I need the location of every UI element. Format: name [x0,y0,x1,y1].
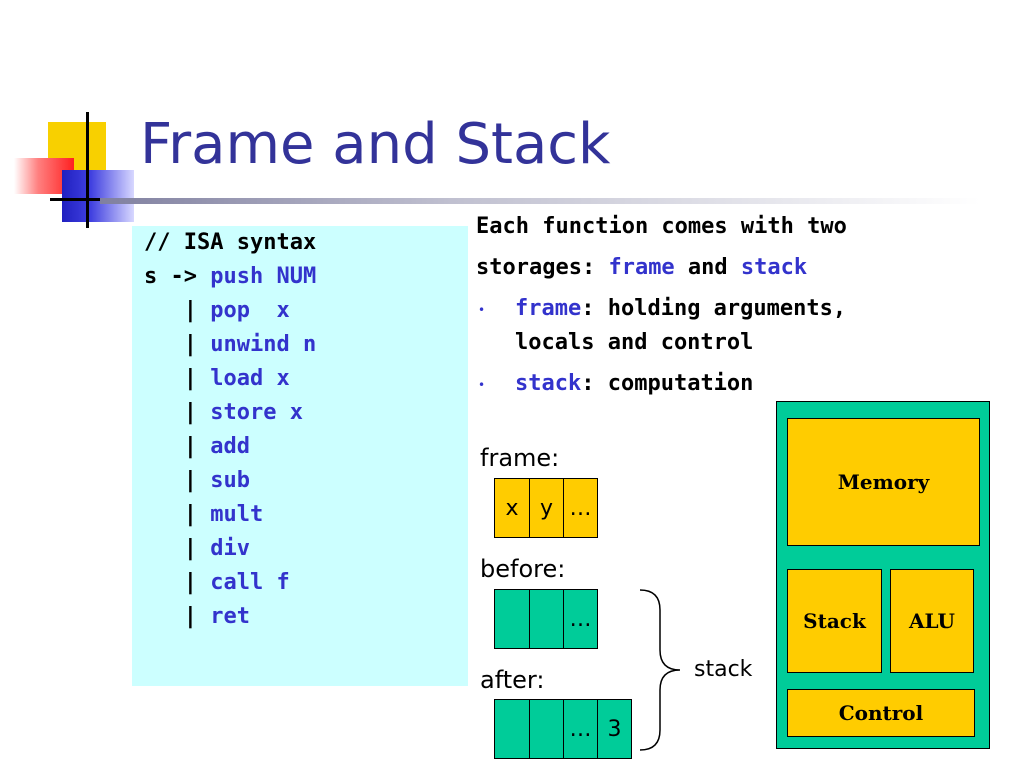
description-line-2: storages: frame and stack [476,255,808,280]
code-line: | store x [144,400,303,425]
code-line: | call f [144,570,290,595]
title-underline [100,198,980,204]
slide-title: Frame and Stack [140,112,611,177]
before-label: before: [480,555,566,583]
after-cell: … [563,699,598,759]
code-panel: // ISA syntax s -> push NUM | pop x | un… [132,226,468,686]
after-cell: 3 [597,699,632,759]
memory-block: Memory [787,418,980,546]
code-line: | mult [144,502,264,527]
logo-blue-square [62,170,134,222]
after-label: after: [480,666,545,694]
alu-block: ALU [890,569,974,673]
bullet-frame: frame: holding arguments, [515,296,847,321]
frame-cell: … [563,478,598,538]
stack-label: stack [694,657,753,682]
code-line: | load x [144,366,290,391]
stack-block: Stack [787,569,882,673]
before-cell [529,589,564,649]
logo-vertical-line [86,112,89,228]
code-line: | div [144,536,250,561]
frame-cell: x [494,478,530,538]
code-line: | pop x [144,298,290,323]
description-line-1: Each function comes with two [476,214,847,239]
before-cell [494,589,530,649]
code-line: | sub [144,468,250,493]
code-line: s -> push NUM [144,264,317,289]
brace-icon [639,589,681,751]
frame-label: frame: [480,444,560,472]
bullet-dot: • [478,378,486,392]
control-block: Control [787,689,975,737]
code-line: | unwind n [144,332,317,357]
after-cell [494,699,530,759]
before-cell: … [563,589,598,649]
machine-diagram: Memory Stack ALU Control [776,401,990,749]
bullet-dot: • [478,303,486,317]
frame-cell: y [529,478,564,538]
code-line: // ISA syntax [144,230,317,255]
bullet-stack: stack: computation [515,371,754,396]
after-cell [529,699,564,759]
code-line: | ret [144,604,250,629]
code-line: | add [144,434,250,459]
bullet-frame-continued: locals and control [515,330,754,355]
